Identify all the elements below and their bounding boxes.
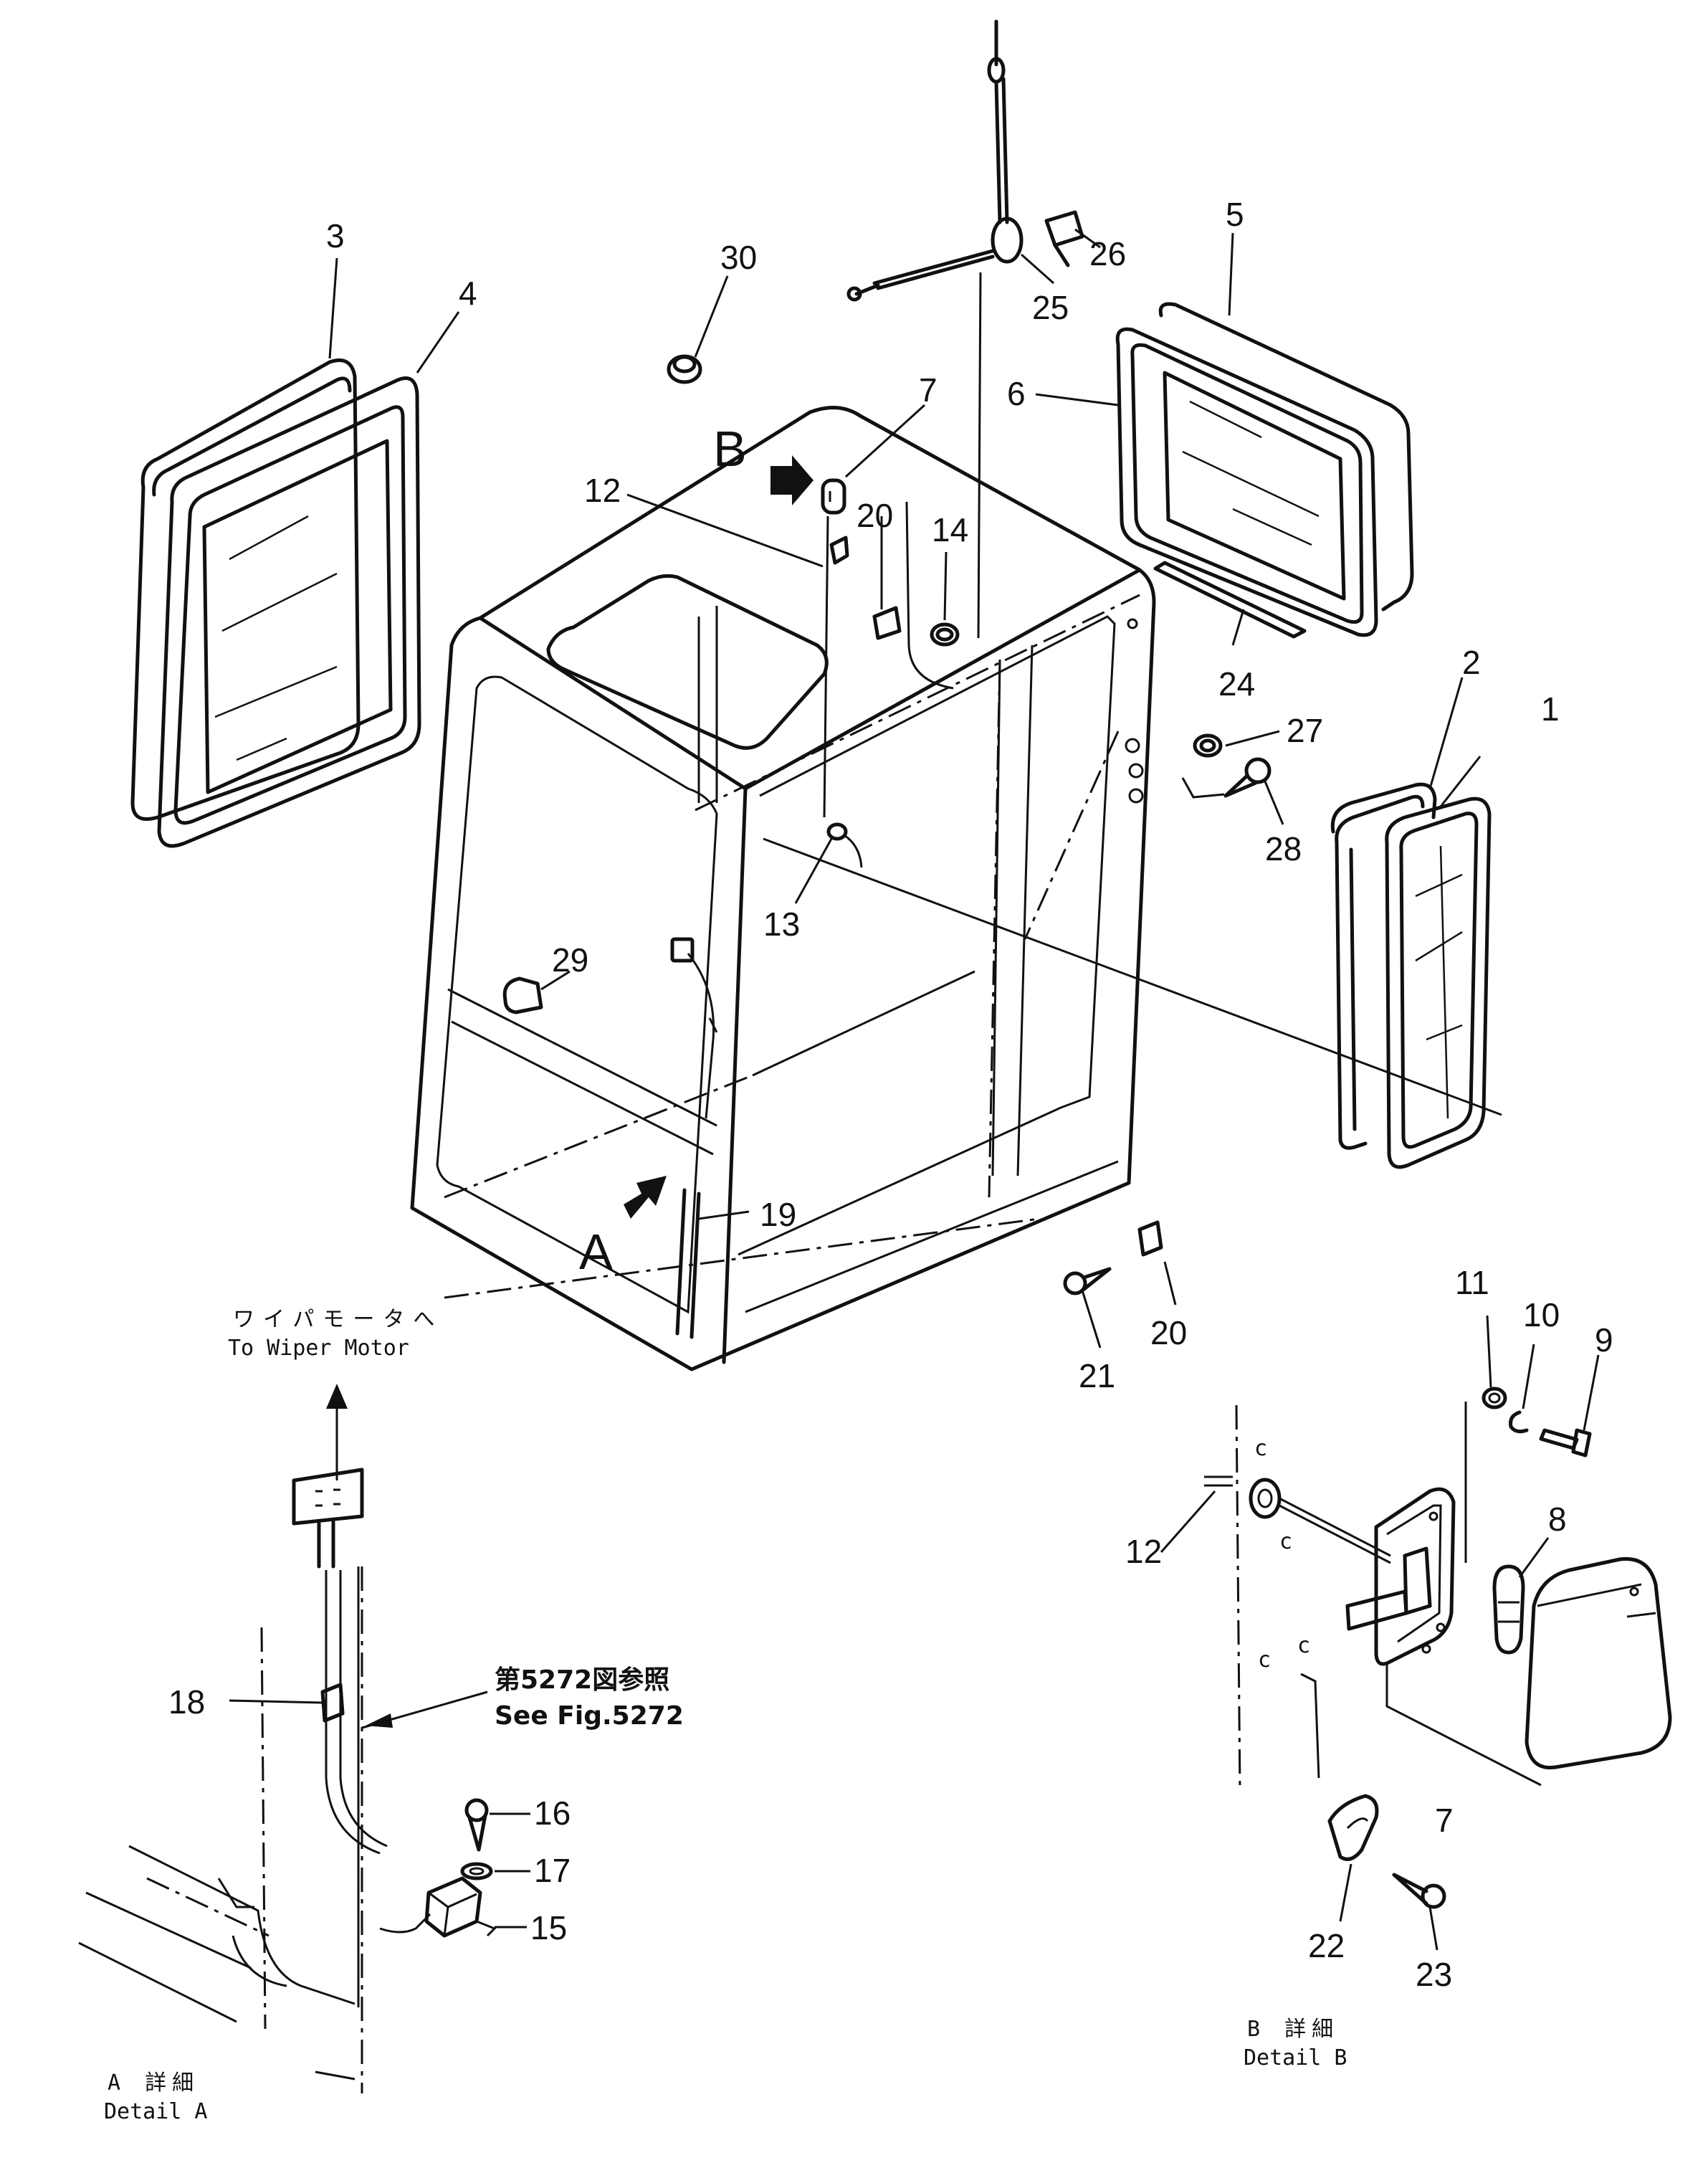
note-detail-a-jp: A 詳細: [108, 2070, 199, 2096]
callout-25: 25: [1032, 289, 1069, 326]
part-29-plug: [502, 976, 543, 1014]
svg-text:c: c: [1297, 1633, 1310, 1658]
part-30-plug: [667, 354, 702, 384]
part-20-clip-lower: [1137, 1220, 1163, 1257]
note-detail-a-en: Detail A: [104, 2099, 208, 2124]
callout-7-detail: 7: [1435, 1802, 1454, 1839]
note-see-fig-en: See Fig.5272: [495, 1701, 684, 1731]
part-27-grommet: [1193, 733, 1223, 758]
view-label-b: B: [713, 421, 747, 477]
detail-b: c c c c: [1204, 1387, 1672, 1909]
callout-21: 21: [1079, 1357, 1115, 1394]
callout-5: 5: [1226, 196, 1244, 233]
note-see-fig-jp: 第5272図参照: [495, 1665, 669, 1695]
svg-text:c: c: [1258, 1647, 1271, 1673]
callout-3: 3: [326, 217, 345, 255]
note-detail-b-jp: B 詳細: [1247, 2017, 1339, 2042]
note-wiper-en: To Wiper Motor: [228, 1336, 409, 1361]
callout-2: 2: [1462, 644, 1481, 681]
callout-7-top: 7: [919, 371, 938, 409]
callout-19: 19: [760, 1196, 796, 1233]
callout-24: 24: [1218, 665, 1255, 703]
callout-labels: 1 2 3 4 5 6 7 7 8 9 10 11 12 12 13 14 15…: [168, 196, 1613, 1993]
part-14-grommet: [930, 622, 960, 647]
view-arrow-b: [770, 455, 814, 505]
window-right-top: [1115, 302, 1414, 639]
callout-22: 22: [1308, 1927, 1345, 1964]
callout-12-top: 12: [584, 472, 621, 509]
callout-30: 30: [720, 239, 757, 276]
part-20-clip-upper: [829, 536, 902, 640]
callout-17: 17: [534, 1852, 571, 1889]
callout-4: 4: [459, 275, 477, 312]
part-21-screw: [1063, 1267, 1112, 1295]
note-wiper-jp: ワイパモータへ: [233, 1307, 443, 1332]
callout-20-bottom: 20: [1150, 1314, 1187, 1351]
view-arrow-a: [624, 1176, 667, 1219]
callout-12-detail: 12: [1125, 1533, 1162, 1570]
callout-10: 10: [1523, 1296, 1560, 1333]
callout-8: 8: [1548, 1501, 1567, 1538]
window-right-lower: [1330, 782, 1492, 1169]
notes: ワイパモータへ To Wiper Motor 第5272図参照 See Fig.…: [104, 1307, 1347, 2124]
callout-27: 27: [1287, 712, 1323, 749]
part-13-harness: [826, 822, 863, 868]
callout-15: 15: [530, 1909, 567, 1946]
window-left: [130, 358, 421, 848]
svg-text:c: c: [1279, 1529, 1292, 1554]
antenna-assembly: [846, 19, 1084, 302]
cab-frame: [410, 406, 1156, 1371]
part-7-room-lamp: [821, 478, 846, 515]
leader-lines: [328, 228, 1600, 1951]
callout-1: 1: [1541, 690, 1560, 728]
cab-wiring: [687, 272, 982, 1119]
view-label-a: A: [579, 1224, 613, 1280]
part-19-weatherstrip: [675, 1188, 701, 1339]
callout-13: 13: [763, 905, 800, 943]
note-detail-b-en: Detail B: [1244, 2045, 1347, 2070]
callout-29: 29: [552, 941, 588, 979]
detail-a: [78, 1384, 497, 2093]
callout-28: 28: [1265, 830, 1302, 867]
callout-6: 6: [1007, 375, 1026, 412]
connector-a-pillar: [670, 937, 718, 1033]
callout-9: 9: [1595, 1321, 1613, 1359]
part-28-screw: [1181, 757, 1272, 799]
callout-18: 18: [168, 1683, 205, 1721]
callout-23: 23: [1416, 1956, 1452, 1993]
callout-16: 16: [534, 1794, 571, 1832]
callout-11: 11: [1455, 1264, 1489, 1301]
svg-text:c: c: [1254, 1436, 1267, 1461]
callout-14: 14: [932, 511, 968, 548]
callout-26: 26: [1089, 235, 1126, 272]
callout-20-top: 20: [857, 497, 893, 534]
